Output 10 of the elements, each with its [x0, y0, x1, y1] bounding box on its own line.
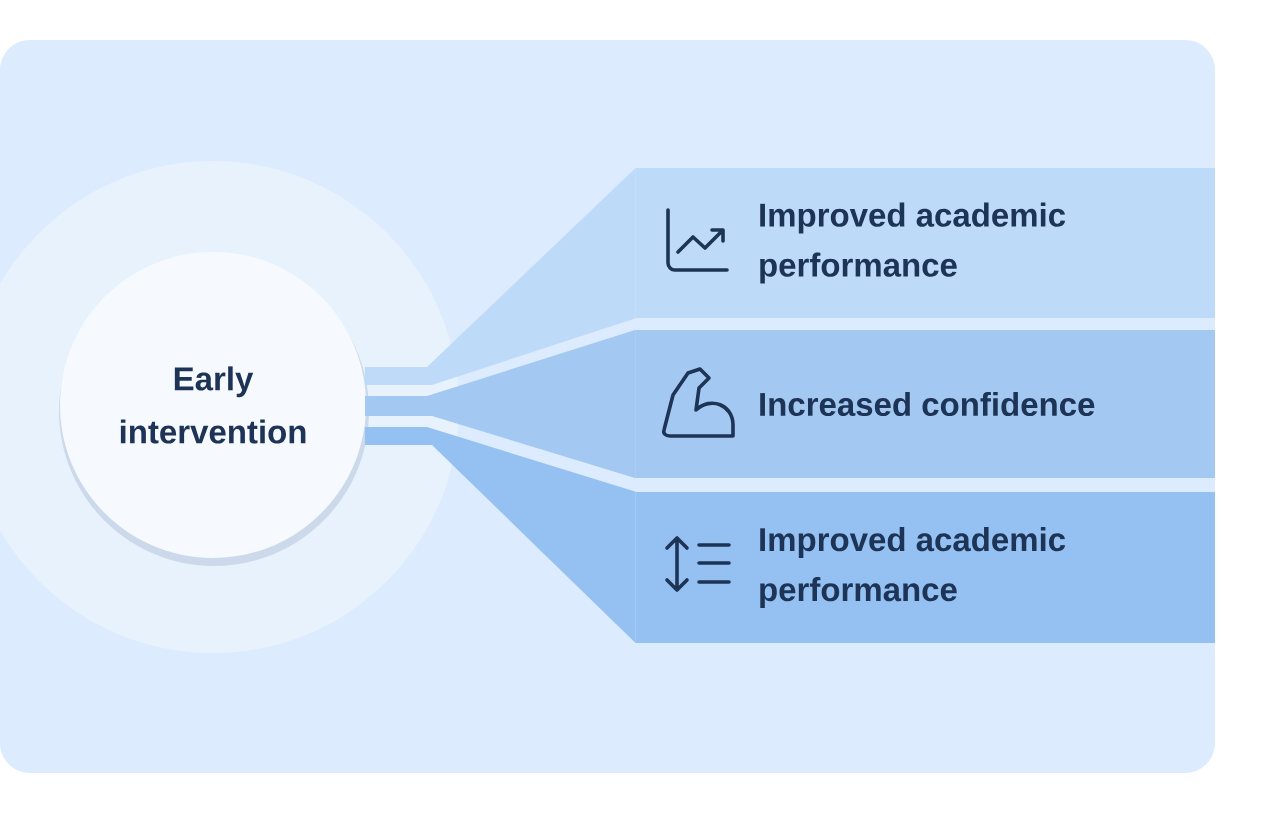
node-label: Increased confidence [760, 391, 1095, 417]
funnel-connector [365, 427, 636, 644]
node-label: Improved academic performance [760, 202, 1066, 284]
node-label: Improved academic performance [760, 527, 1066, 608]
funnel-connector [365, 329, 636, 479]
circle-node: Early intervention [60, 252, 366, 558]
band-box: Increased confidence [636, 330, 1215, 478]
band-box: Improved academic performance [636, 492, 1215, 643]
band-box: Improved academic performance [636, 168, 1215, 318]
funnel-connector [365, 167, 636, 385]
